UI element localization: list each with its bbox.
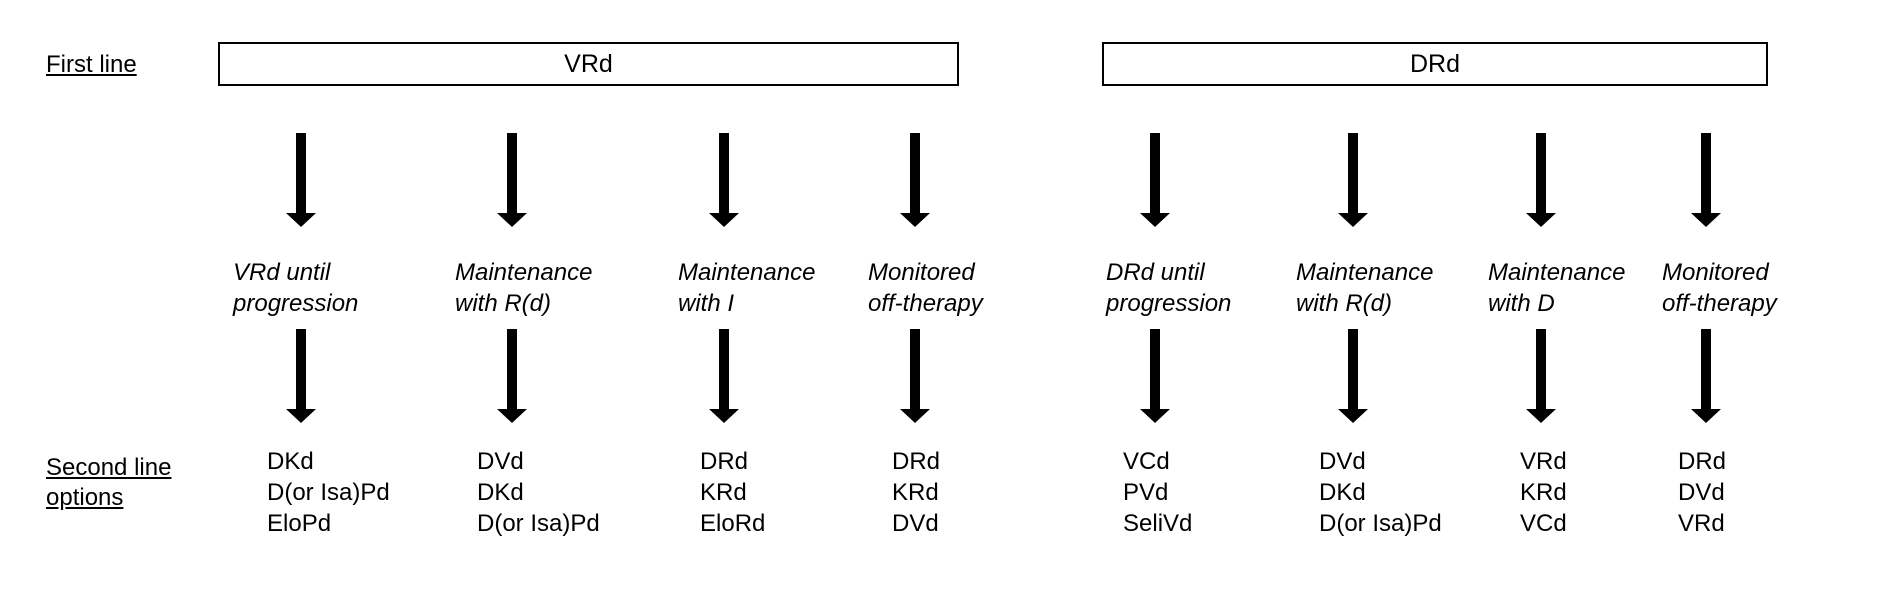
arrow-bottom-4	[900, 329, 930, 423]
option-item: KRd	[700, 479, 747, 506]
options-monitored-off-therapy-vrd: DRd KRd DVd	[892, 446, 940, 539]
strategy-line: VRd until	[233, 259, 331, 286]
option-item: DKd	[477, 479, 524, 506]
strategy-monitored-off-therapy-drd: Monitored off-therapy	[1662, 257, 1777, 319]
arrow-bottom-1	[286, 329, 316, 423]
strategy-maintenance-with-d: Maintenance with D	[1488, 257, 1625, 319]
strategy-line: Maintenance	[678, 259, 816, 286]
option-item: DRd	[700, 448, 749, 475]
strategy-maintenance-with-rd-drd: Maintenance with R(d)	[1296, 257, 1433, 319]
strategy-line: Maintenance	[1296, 259, 1434, 286]
strategy-line: off-therapy	[868, 290, 983, 317]
arrow-top-2	[497, 133, 527, 227]
second-line-options-label: Second line options	[46, 453, 171, 513]
option-item: KRd	[892, 479, 939, 506]
arrow-bottom-6	[1338, 329, 1368, 423]
option-item: D(or Isa)Pd	[1319, 510, 1442, 537]
second-line-label-line-1: Second line	[46, 454, 172, 481]
option-item: EloRd	[700, 510, 766, 537]
option-item: D(or Isa)Pd	[267, 479, 390, 506]
arrow-top-4	[900, 133, 930, 227]
option-item: DKd	[267, 448, 314, 475]
option-item: VRd	[1520, 448, 1567, 475]
option-item: DRd	[1678, 448, 1727, 475]
strategy-line: Monitored	[1662, 259, 1769, 286]
option-item: EloPd	[267, 510, 332, 537]
option-item: D(or Isa)Pd	[477, 510, 600, 537]
option-item: DRd	[892, 448, 941, 475]
options-maintenance-with-rd-drd: DVd DKd D(or Isa)Pd	[1319, 446, 1442, 539]
option-item: KRd	[1520, 479, 1567, 506]
strategy-line: progression	[1106, 290, 1232, 317]
arrow-top-5	[1140, 133, 1170, 227]
arrow-top-3	[709, 133, 739, 227]
option-item: DVd	[1678, 479, 1725, 506]
strategy-line: progression	[233, 290, 359, 317]
options-monitored-off-therapy-drd: DRd DVd VRd	[1678, 446, 1726, 539]
strategy-line: off-therapy	[1662, 290, 1777, 317]
strategy-line: with R(d)	[455, 290, 552, 317]
options-maintenance-with-rd-vrd: DVd DKd D(or Isa)Pd	[477, 446, 600, 539]
option-item: DVd	[477, 448, 524, 475]
arrow-top-6	[1338, 133, 1368, 227]
first-line-box-drd: DRd	[1102, 42, 1768, 86]
second-line-label-line-2: options	[46, 484, 124, 511]
strategy-monitored-off-therapy-vrd: Monitored off-therapy	[868, 257, 983, 319]
option-item: VCd	[1123, 448, 1170, 475]
arrow-bottom-3	[709, 329, 739, 423]
strategy-maintenance-with-rd-vrd: Maintenance with R(d)	[455, 257, 592, 319]
first-line-box-drd-label: DRd	[1409, 49, 1460, 78]
arrow-top-7	[1526, 133, 1556, 227]
strategy-vrd-until-progression: VRd until progression	[233, 257, 358, 319]
options-vrd-until-progression: DKd D(or Isa)Pd EloPd	[267, 446, 390, 539]
first-line-label: First line	[46, 51, 137, 78]
option-item: DKd	[1319, 479, 1366, 506]
option-item: VRd	[1678, 510, 1725, 537]
first-line-box-vrd-label: VRd	[564, 49, 613, 78]
strategy-line: Monitored	[868, 259, 975, 286]
arrow-bottom-8	[1691, 329, 1721, 423]
strategy-line: Maintenance	[455, 259, 593, 286]
first-line-box-vrd: VRd	[218, 42, 959, 86]
arrow-bottom-2	[497, 329, 527, 423]
options-drd-until-progression: VCd PVd SeliVd	[1123, 446, 1192, 539]
option-item: DVd	[892, 510, 939, 537]
strategy-line: with I	[678, 290, 735, 317]
option-item: SeliVd	[1123, 510, 1193, 537]
arrow-top-1	[286, 133, 316, 227]
arrow-top-8	[1691, 133, 1721, 227]
strategy-line: DRd until	[1106, 259, 1205, 286]
strategy-maintenance-with-i: Maintenance with I	[678, 257, 815, 319]
strategy-line: with R(d)	[1296, 290, 1393, 317]
strategy-drd-until-progression: DRd until progression	[1106, 257, 1231, 319]
option-item: PVd	[1123, 479, 1169, 506]
strategy-line: with D	[1488, 290, 1555, 317]
option-item: VCd	[1520, 510, 1567, 537]
strategy-line: Maintenance	[1488, 259, 1626, 286]
options-maintenance-with-i: DRd KRd EloRd	[700, 446, 765, 539]
options-maintenance-with-d: VRd KRd VCd	[1520, 446, 1567, 539]
option-item: DVd	[1319, 448, 1366, 475]
arrow-bottom-7	[1526, 329, 1556, 423]
arrow-bottom-5	[1140, 329, 1170, 423]
